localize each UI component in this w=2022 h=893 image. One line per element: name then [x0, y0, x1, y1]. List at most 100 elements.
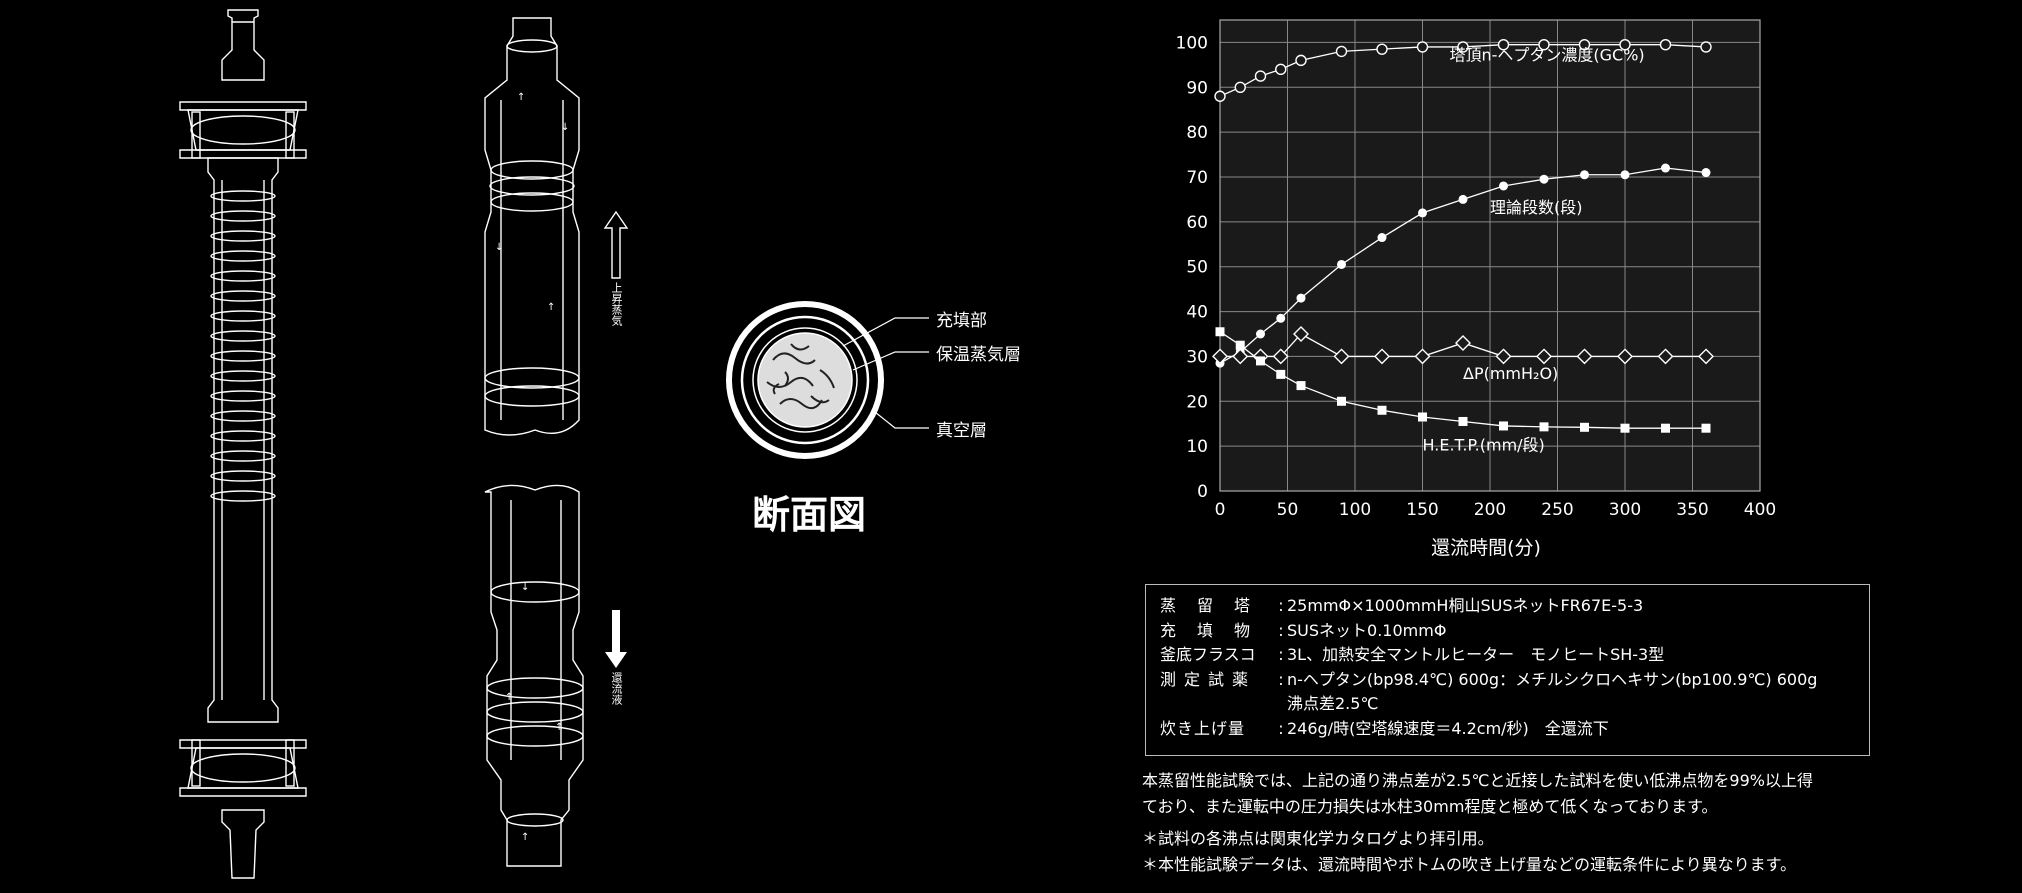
spec-value: 25mmΦ×1000mmH桐山SUSネットFR67E-5-3 [1287, 596, 1644, 615]
data-point [1458, 194, 1468, 204]
spec-table: 蒸留塔:25mmΦ×1000mmH桐山SUSネットFR67E-5-3 充填物:S… [1145, 584, 1870, 756]
data-point [1376, 43, 1388, 55]
data-point [1455, 334, 1471, 351]
plot-frame [1219, 19, 1761, 492]
data-point [1296, 381, 1306, 391]
x-tick-label: 0 [1215, 500, 1226, 520]
y-tick-label: 70 [1186, 168, 1208, 188]
data-point [1661, 423, 1670, 433]
data-point [1254, 70, 1267, 82]
data-point [1580, 170, 1589, 180]
data-point [1275, 63, 1287, 76]
down-arrow-icon [605, 610, 627, 668]
data-point [1538, 38, 1550, 51]
y-tick-label: 80 [1186, 123, 1208, 143]
data-point [1617, 348, 1633, 365]
up-arrow-icon [603, 210, 629, 279]
data-point [1580, 422, 1589, 432]
data-point [1457, 41, 1469, 53]
note-paragraph-2: ており、また運転中の圧力損失は水柱30mm程度と極めて低くなっております。 [1142, 797, 1718, 816]
spec-row: 沸点差2.5℃ [1160, 692, 1855, 717]
svg-text:↑: ↑ [505, 692, 513, 703]
data-point [1335, 45, 1348, 58]
series-label: 理論段数(段) [1490, 198, 1583, 217]
column-drawing [179, 9, 307, 879]
data-point [1620, 170, 1630, 180]
data-point [1337, 396, 1346, 406]
spec-value: 沸点差2.5℃ [1287, 694, 1379, 713]
data-point [1458, 416, 1468, 426]
spec-value: n-ヘプタン(bp98.4℃) 600g：メチルシクロヘキサン(bp100.9℃… [1287, 669, 1818, 689]
x-tick-label: 400 [1744, 500, 1776, 520]
data-point [1212, 348, 1228, 365]
data-point [1499, 181, 1508, 191]
data-point [1578, 38, 1591, 51]
data-point [1698, 348, 1714, 365]
y-tick-label: 20 [1186, 392, 1208, 412]
svg-text:↑: ↑ [555, 722, 563, 733]
y-tick-label: 50 [1186, 258, 1208, 278]
data-point [1495, 348, 1512, 365]
series-label: H.E.T.P.(mm/段) [1423, 436, 1545, 455]
x-tick-label: 100 [1339, 500, 1371, 520]
x-tick-label: 150 [1406, 500, 1438, 520]
flow-detail-drawing: ↑↓ ↓↑ ↓↑ ↑↑ [484, 17, 584, 867]
data-point [1295, 54, 1307, 67]
svg-text:↓: ↓ [561, 122, 569, 133]
spec-row: 充填物:SUSネット0.10mmΦ [1160, 619, 1855, 644]
spec-row: 炊き上げ量:246g/時(空塔線速度＝4.2cm/秒) 全還流下 [1160, 717, 1855, 742]
note-paragraph-1: 本蒸留性能試験では、上記の通り沸点差が2.5℃と近接した試料を使い低沸点物を99… [1142, 771, 1813, 790]
data-point [1701, 168, 1711, 178]
svg-text:↑: ↑ [517, 92, 525, 103]
y-tick-label: 30 [1186, 347, 1208, 367]
data-point [1536, 348, 1552, 365]
x-tick-label: 50 [1277, 500, 1299, 520]
x-tick-label: 300 [1609, 500, 1641, 520]
spec-row: 蒸留塔:25mmΦ×1000mmH桐山SUSネットFR67E-5-3 [1160, 594, 1855, 619]
data-point [1418, 208, 1427, 218]
cross-section-label-vacuum: 真空層 [936, 421, 987, 441]
data-point [1272, 348, 1289, 365]
y-tick-label: 90 [1186, 78, 1208, 98]
spec-value: 246g/時(空塔線速度＝4.2cm/秒) 全還流下 [1287, 718, 1609, 738]
data-point [1576, 348, 1593, 365]
spec-value: SUSネット0.10mmΦ [1287, 620, 1447, 640]
data-point [1235, 340, 1245, 350]
y-tick-label: 40 [1186, 303, 1208, 323]
down-flow-label: 還流液 [610, 672, 623, 705]
spec-key: 充填物 [1160, 620, 1272, 640]
data-point [1337, 259, 1346, 269]
data-point [1276, 369, 1286, 379]
data-point [1374, 348, 1390, 365]
data-point [1377, 405, 1387, 415]
series-label: ΔP(mmH₂O) [1463, 364, 1558, 383]
svg-text:↓: ↓ [495, 242, 503, 253]
data-point [1661, 163, 1670, 173]
data-point [1256, 356, 1265, 366]
svg-text:↓: ↓ [521, 582, 529, 593]
data-point [1539, 422, 1549, 432]
spec-row: 測定試薬:n-ヘプタン(bp98.4℃) 600g：メチルシクロヘキサン(bp1… [1160, 668, 1855, 693]
data-point [1701, 423, 1711, 433]
spec-key: 炊き上げ量 [1160, 718, 1246, 738]
y-tick-label: 60 [1186, 213, 1208, 233]
data-point [1234, 81, 1246, 93]
data-point [1497, 38, 1510, 51]
cross-section-label-packing: 充填部 [936, 311, 987, 331]
data-point [1214, 90, 1226, 102]
x-tick-label: 200 [1474, 500, 1506, 520]
data-point [1232, 348, 1249, 365]
spec-key: 蒸留塔 [1160, 596, 1272, 615]
spec-value: 3L、加熱安全マントルヒーター モノヒートSH-3型 [1287, 645, 1665, 664]
spec-row: 釜底フラスコ:3L、加熱安全マントルヒーター モノヒートSH-3型 [1160, 643, 1855, 668]
data-point [1333, 348, 1350, 365]
cross-section-diagram [726, 301, 929, 459]
data-point [1276, 313, 1286, 323]
data-point [1414, 348, 1431, 365]
cross-section-title: 断面図 [752, 493, 867, 537]
spec-key: 釜底フラスコ [1160, 645, 1256, 664]
data-point [1296, 293, 1306, 303]
y-tick-label: 100 [1176, 33, 1208, 53]
up-flow-label: 上昇蒸気 [610, 282, 623, 326]
y-tick-label: 10 [1186, 437, 1208, 457]
